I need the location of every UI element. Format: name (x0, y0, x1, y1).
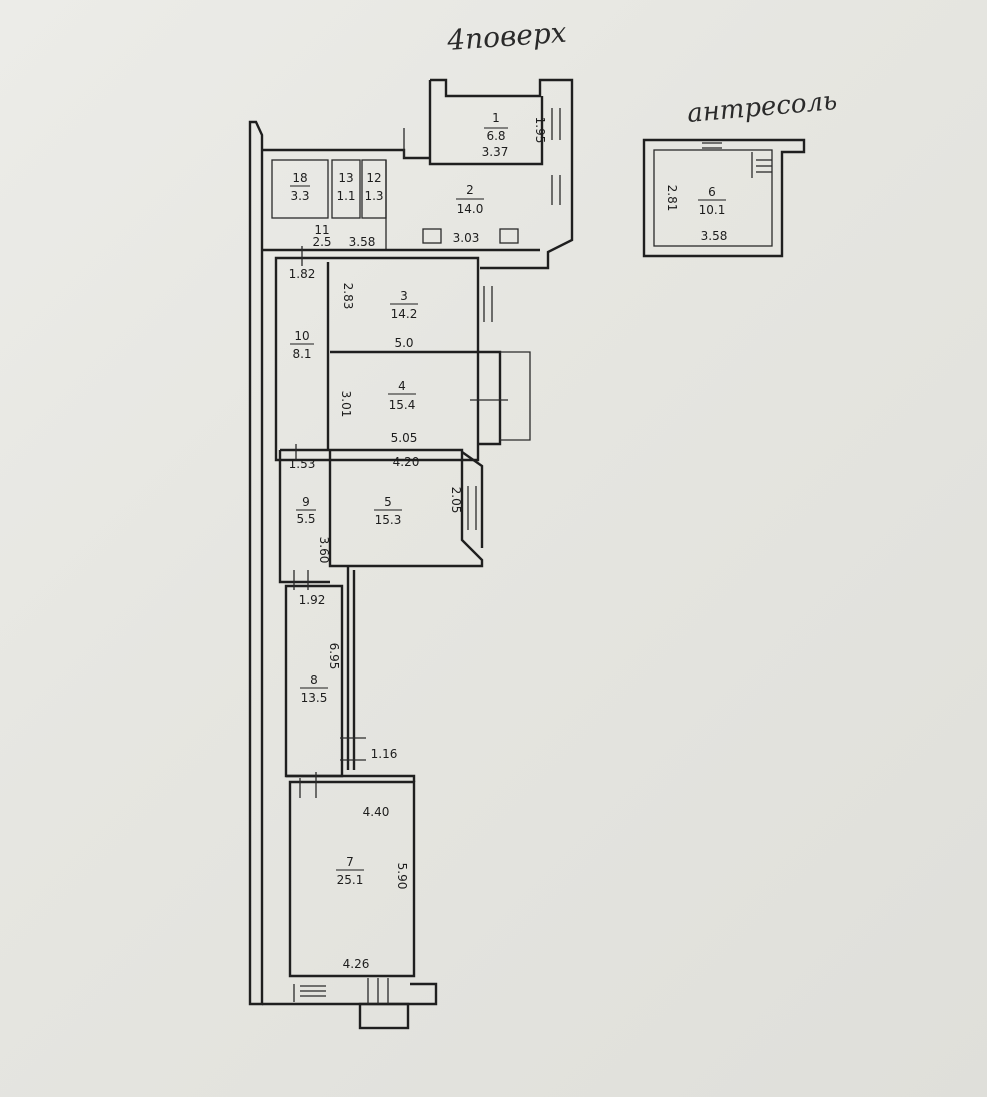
outer-west-wall (248, 120, 264, 1006)
room-7-label: 4.40 7 25.1 4.26 5.90 (336, 805, 409, 971)
outer-south-wall (262, 982, 438, 1006)
room-5-outline (280, 448, 484, 568)
floor-title: 4поверх (445, 16, 568, 57)
mezzanine-outer-wall (642, 138, 806, 258)
room-2-dim: 3.58 (349, 235, 376, 249)
room-5-window-icon (467, 486, 477, 530)
balcony-outline (500, 351, 531, 441)
room-8-dim2: 6.95 (327, 643, 341, 670)
room-3-dim: 5.0 (394, 336, 413, 350)
room-7-outline (288, 780, 416, 978)
room-5-area: 15.3 (375, 513, 402, 527)
room-12-number: 12 (366, 171, 381, 185)
room-4-area: 15.4 (389, 398, 416, 412)
room-18-area: 3.3 (290, 189, 309, 203)
room-2-area: 14.0 (457, 202, 484, 216)
room-9-area: 5.5 (296, 512, 315, 526)
room-7-north-wall (286, 774, 416, 782)
room-5-bay (461, 451, 484, 548)
room-12-label: 12 1.3 (364, 171, 383, 203)
south-stair-icon (293, 978, 389, 1004)
room-5-dim2: 2.05 (449, 487, 463, 514)
room-7-dim2: 4.26 (343, 957, 370, 971)
room-3-area: 14.2 (391, 307, 418, 321)
mezzanine-title: антресоль (686, 86, 838, 129)
room-1-dim2: 1.95 (533, 117, 547, 144)
room-4-bay (478, 350, 502, 446)
room-9-outline (278, 450, 330, 584)
main-floor-plan: 1 6.8 3.37 1.95 2 14.0 3.58 3.03 18 3.3 … (248, 78, 574, 1030)
room-11-number: 11 (314, 223, 329, 237)
room-3-label: 3 14.2 5.0 2.83 (341, 283, 418, 350)
corridor-dim: 1.16 (371, 747, 398, 761)
room-5-label: 4.20 5 15.3 2.05 (374, 455, 463, 527)
room-3-dim2: 2.83 (341, 283, 355, 310)
room-13-label: 13 1.1 (336, 171, 355, 203)
room-18-label: 18 3.3 (290, 171, 310, 203)
room-1-dim: 3.37 (482, 145, 509, 159)
room-2-label: 2 14.0 3.58 3.03 (349, 183, 484, 249)
upper-north-wall (262, 148, 430, 160)
room-1-label: 1 6.8 3.37 1.95 (482, 111, 547, 159)
room-18-walls (271, 159, 329, 219)
room-7-area: 25.1 (337, 873, 364, 887)
room-13-area: 1.1 (336, 189, 355, 203)
room-10-label: 1.82 10 8.1 (289, 267, 316, 361)
room-13-walls (331, 159, 361, 219)
room-4-dim: 5.05 (391, 431, 418, 445)
room-11-label: 11 2.5 (312, 223, 331, 249)
room-4-number: 4 (398, 379, 406, 393)
entrance-block (358, 1002, 410, 1030)
room-10-number: 10 (294, 329, 309, 343)
room-8-dim: 1.92 (299, 593, 326, 607)
room-6-label: 6 10.1 3.58 2.81 (665, 185, 727, 243)
room-7-dim3: 5.90 (395, 863, 409, 890)
room-1-block-wall (430, 78, 574, 270)
room-12-area: 1.3 (364, 189, 383, 203)
room-5-number: 5 (384, 495, 392, 509)
room-10-dim: 1.82 (289, 267, 316, 281)
room-13-number: 13 (338, 171, 353, 185)
room-9-dim2: 3.60 (317, 537, 331, 564)
room-2-number: 2 (466, 183, 474, 197)
room-6-area: 10.1 (699, 203, 726, 217)
mezzanine-inner-wall (653, 149, 773, 247)
room-9-label: 1.53 9 5.5 3.60 (289, 457, 331, 563)
room-8-label: 1.92 8 13.5 6.95 (299, 593, 341, 705)
room-4-dim2: 3.01 (339, 391, 353, 418)
mezzanine-stair-icon (702, 142, 772, 178)
room-8-area: 13.5 (301, 691, 328, 705)
room-4-label: 4 15.4 5.05 3.01 (339, 379, 417, 445)
room-11-area: 2.5 (312, 235, 331, 249)
room-1-number: 1 (492, 111, 500, 125)
room-9-dim: 1.53 (289, 457, 316, 471)
room-1-window-icon (551, 108, 561, 205)
room-18-number: 18 (292, 171, 307, 185)
stove-icon (422, 228, 442, 244)
sink-icon (499, 228, 519, 244)
room-10-area: 8.1 (292, 347, 311, 361)
room-7-dim: 4.40 (363, 805, 390, 819)
room-7-number: 7 (346, 855, 354, 869)
room-6-dim: 3.58 (701, 229, 728, 243)
room-5-dim: 4.20 (393, 455, 420, 469)
room-8-number: 8 (310, 673, 318, 687)
mezzanine-plan: 6 10.1 3.58 2.81 (642, 138, 806, 258)
room-3-window-icon (483, 286, 493, 322)
room-1-area: 6.8 (486, 129, 505, 143)
rooms-3-4-outline (274, 256, 480, 462)
kitchen-dim: 3.03 (453, 231, 480, 245)
room-6-number: 6 (708, 185, 716, 199)
room-6-dim2: 2.81 (665, 185, 679, 212)
room-3-number: 3 (400, 289, 408, 303)
room-9-number: 9 (302, 495, 310, 509)
room-1-walls (428, 80, 544, 166)
